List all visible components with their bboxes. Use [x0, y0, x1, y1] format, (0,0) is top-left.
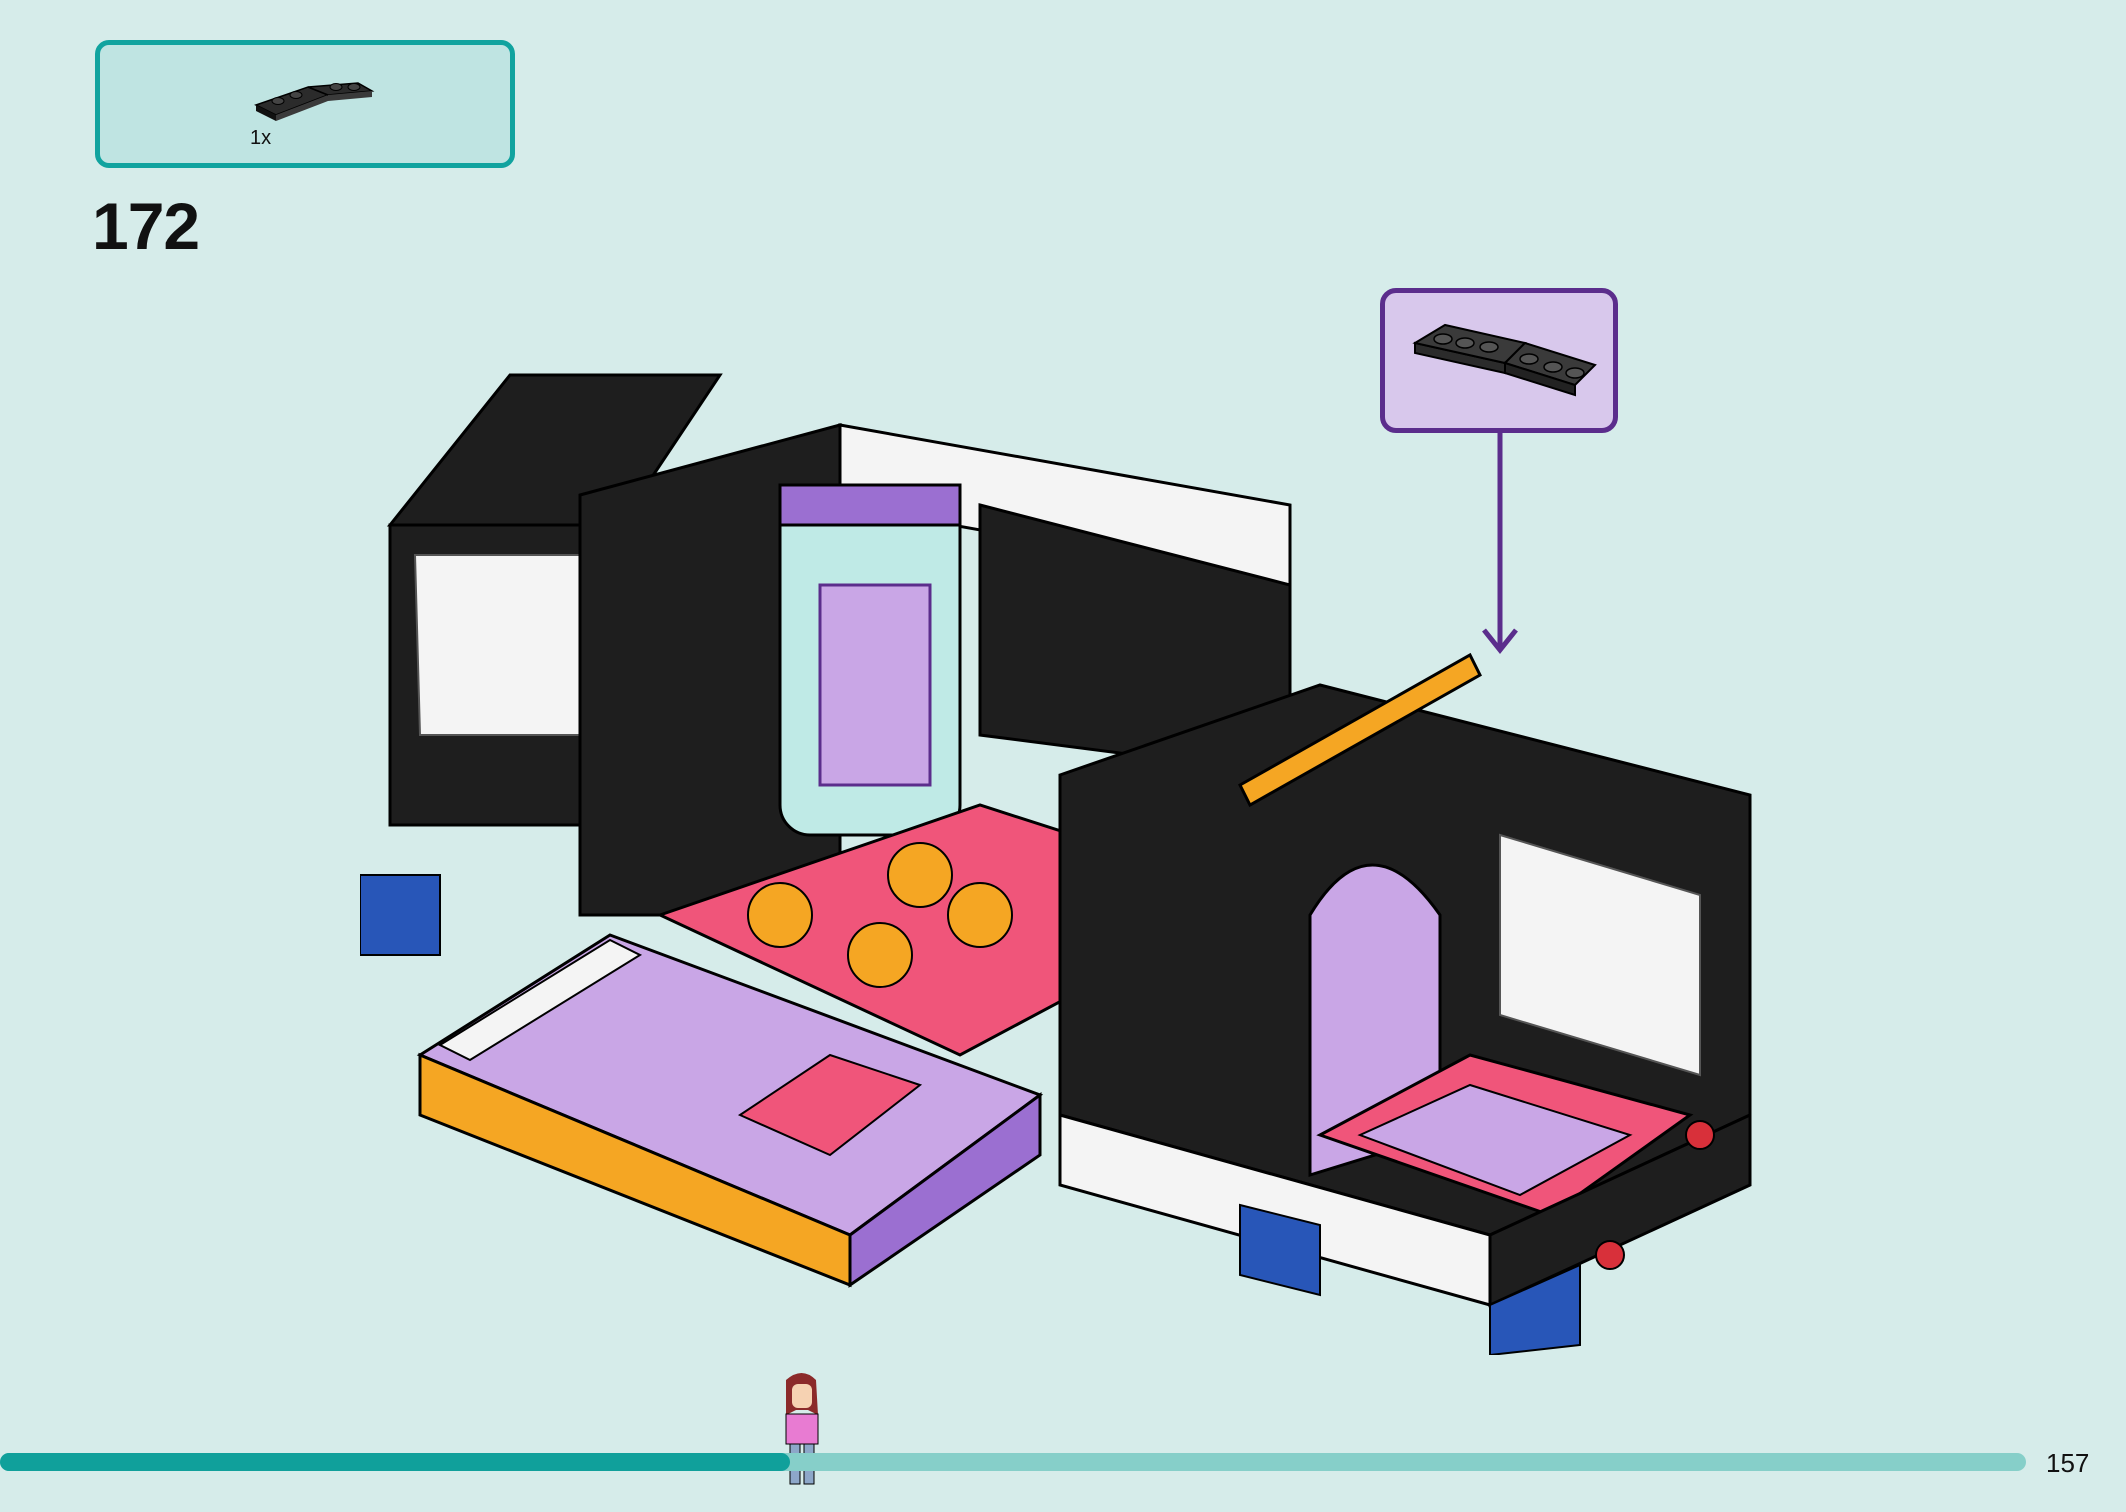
model-illustration: [360, 373, 1752, 1355]
callout-arrow: [1482, 430, 1518, 655]
parts-list-box: 1x: [95, 40, 515, 168]
plate-piece-icon: [254, 82, 375, 121]
part-quantity: 1x: [250, 127, 272, 149]
step-number: 172: [92, 189, 200, 263]
callout-box: [1380, 288, 1618, 433]
page-number: 157: [2046, 1448, 2090, 1478]
plate-piece-icon: [1412, 323, 1597, 397]
progress-bar: [0, 1453, 2026, 1471]
progress-bar-fill: [0, 1453, 791, 1471]
